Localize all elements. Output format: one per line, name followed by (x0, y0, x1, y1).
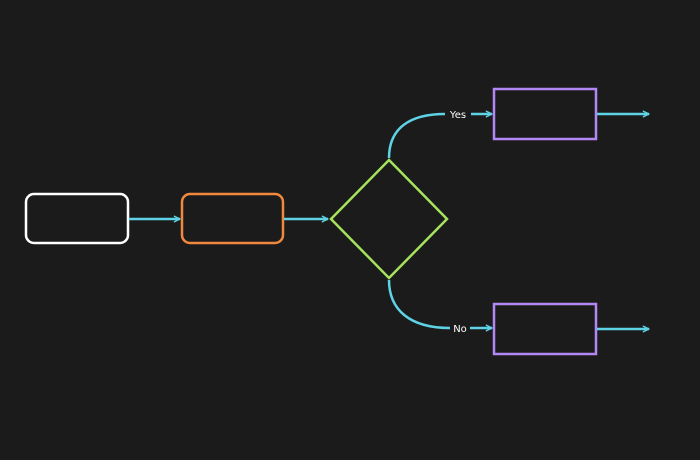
process-node[interactable] (180, 192, 285, 245)
connector-decision-no (387, 279, 492, 328)
outcome-no-node[interactable] (492, 302, 598, 356)
no-edge-label: No (453, 324, 467, 335)
yes-edge-label: Yes (449, 110, 466, 121)
start-node[interactable] (24, 192, 130, 245)
decision-node[interactable] (329, 158, 449, 280)
outcome-yes-node[interactable] (492, 87, 598, 141)
connector-decision-yes (387, 114, 492, 159)
